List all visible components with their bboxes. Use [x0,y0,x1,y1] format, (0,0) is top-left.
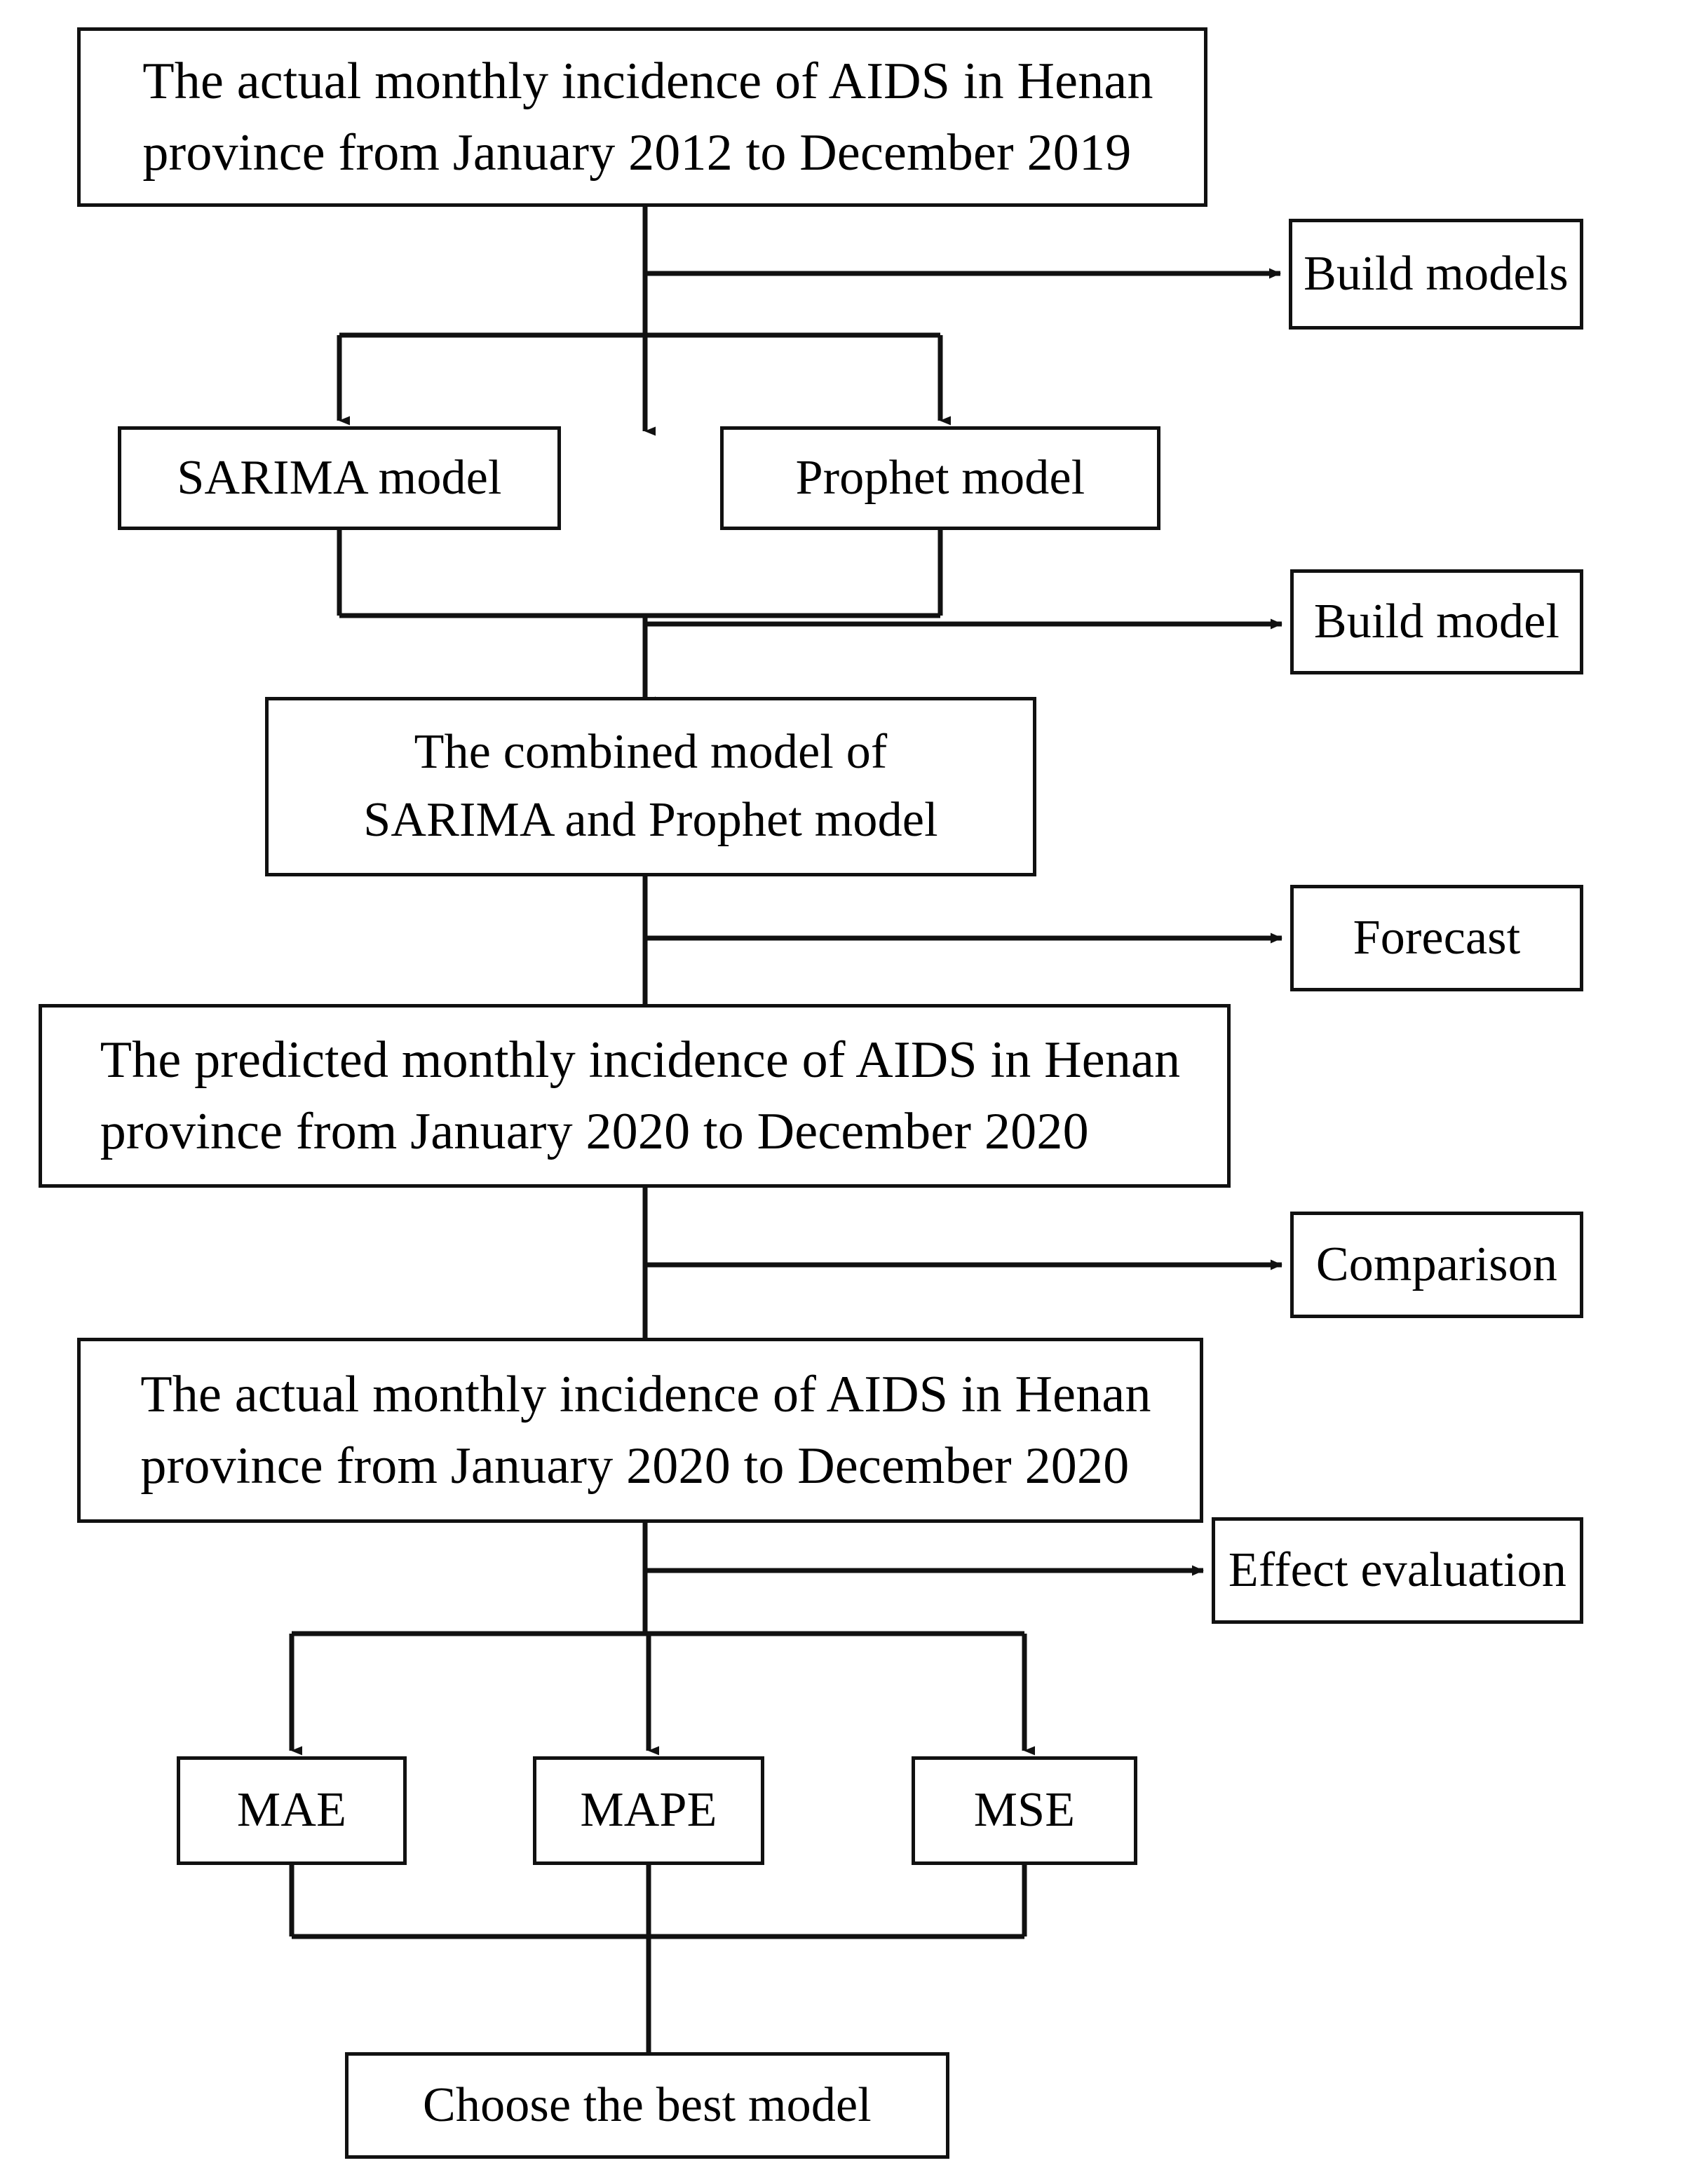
node-sarima-label: SARIMA model [177,450,502,505]
node-mape[interactable]: MAPE [533,1756,764,1865]
node-mae[interactable]: MAE [177,1756,407,1865]
node-predicted-incidence[interactable]: The predicted monthly incidence of AIDS … [39,1004,1231,1188]
node-mae-label: MAE [236,1783,347,1838]
node-comparison[interactable]: Comparison [1290,1212,1583,1318]
node-prophet-label: Prophet model [795,450,1085,505]
node-build-models[interactable]: Build models [1289,219,1583,330]
node-combined-label: The combined model of SARIMA and Prophet… [363,725,938,847]
node-effect-evaluation[interactable]: Effect evaluation [1212,1517,1583,1624]
node-build-model-label: Build model [1313,594,1560,649]
node-comparison-label: Comparison [1315,1237,1558,1291]
node-forecast-label: Forecast [1353,910,1521,965]
node-actual-incidence-2020[interactable]: The actual monthly incidence of AIDS in … [77,1338,1203,1523]
node-predicted-label: The predicted monthly incidence of AIDS … [100,1031,1181,1160]
node-build-model[interactable]: Build model [1290,569,1583,674]
node-build-models-label: Build models [1304,246,1569,301]
node-actual2020-label: The actual monthly incidence of AIDS in … [140,1365,1151,1495]
node-combined-model[interactable]: The combined model of SARIMA and Prophet… [265,697,1036,876]
node-forecast[interactable]: Forecast [1290,885,1583,991]
node-mse-label: MSE [973,1783,1076,1838]
node-source-data[interactable]: The actual monthly incidence of AIDS in … [77,27,1207,207]
node-choose-label: Choose the best model [423,2077,872,2132]
node-mse[interactable]: MSE [912,1756,1137,1865]
node-mape-label: MAPE [580,1783,717,1838]
node-source-label: The actual monthly incidence of AIDS in … [142,52,1153,182]
node-prophet-model[interactable]: Prophet model [720,426,1160,530]
node-choose-best-model[interactable]: Choose the best model [345,2052,949,2159]
node-sarima-model[interactable]: SARIMA model [118,426,561,530]
node-effect-evaluation-label: Effect evaluation [1228,1542,1567,1597]
